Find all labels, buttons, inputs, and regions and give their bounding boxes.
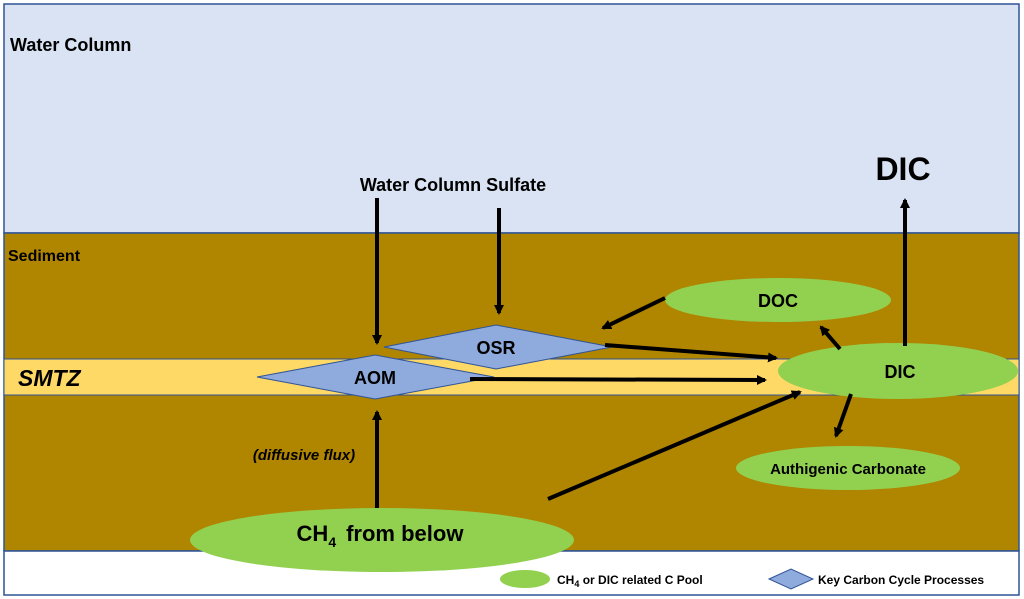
legend-process-swatch (767, 568, 815, 590)
authigenic-carbonate-pool (736, 446, 960, 490)
legend-pool-label: CH4 or DIC related C Pool (557, 573, 703, 589)
ch4-to-dic-arrow (547, 390, 802, 501)
diffusive-flux-label: (diffusive flux) (253, 447, 355, 464)
dic-pool-label: DIC (885, 362, 916, 382)
water-column-sulfate-label: Water Column Sulfate (360, 175, 546, 195)
doc-pool (665, 278, 891, 322)
dic-export-label: DIC (875, 151, 930, 187)
ch4-pool (190, 508, 574, 572)
doc-label: DOC (758, 291, 798, 311)
dic-to-carbonate-arrow (833, 393, 853, 438)
water-column-zone (3, 3, 1020, 234)
water-column-label: Water Column (10, 35, 131, 55)
aom-label: AOM (354, 368, 396, 388)
legend-process-label: Key Carbon Cycle Processes (818, 573, 984, 587)
osr-to-dic-arrow (604, 343, 778, 363)
doc-to-osr-arrow (601, 296, 666, 330)
aom-process (256, 354, 495, 400)
dic-to-doc-arrow (819, 325, 842, 351)
legend-pool-swatch (500, 570, 550, 588)
sediment-label: Sediment (8, 248, 81, 265)
osr-label: OSR (476, 338, 515, 358)
smtz-label: SMTZ (18, 365, 82, 391)
authigenic-carbonate-label: Authigenic Carbonate (770, 461, 926, 478)
dic-pool (778, 343, 1018, 399)
aom-to-dic-arrow (469, 374, 767, 385)
